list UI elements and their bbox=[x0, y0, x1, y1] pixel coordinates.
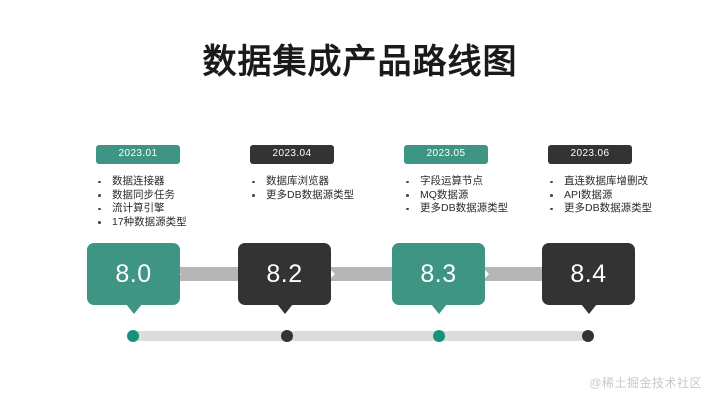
page-title: 数据集成产品路线图 bbox=[202, 43, 518, 81]
milestone-column-4: 2023.06 直连数据库增删改 API数据源 更多DB数据源类型 bbox=[548, 143, 698, 216]
feature-list-4: 直连数据库增删改 API数据源 更多DB数据源类型 bbox=[548, 175, 698, 216]
bullet-icon bbox=[252, 180, 255, 183]
feature-label: 更多DB数据源类型 bbox=[420, 202, 509, 214]
bullet-icon bbox=[252, 194, 255, 197]
date-badge-3: 2023.05 bbox=[404, 145, 488, 164]
bullet-icon bbox=[550, 207, 553, 210]
timeline-dot-3 bbox=[433, 330, 445, 342]
feature-list-3: 字段运算节点 MQ数据源 更多DB数据源类型 bbox=[404, 175, 554, 216]
version-box-8-2: 8.2 bbox=[238, 243, 331, 314]
date-badge-2: 2023.04 bbox=[250, 145, 334, 164]
arrow-connector-2-icon bbox=[325, 264, 402, 284]
list-item: 更多DB数据源类型 bbox=[404, 202, 554, 216]
bullet-icon bbox=[406, 180, 409, 183]
feature-label: 流计算引擎 bbox=[112, 202, 165, 214]
box-tail-icon bbox=[580, 304, 597, 314]
feature-label: API数据源 bbox=[564, 188, 613, 201]
list-item: 数据库浏览器 bbox=[250, 175, 400, 189]
bullet-icon bbox=[98, 207, 101, 210]
box-tail-icon bbox=[276, 304, 293, 314]
list-item: 更多DB数据源类型 bbox=[548, 202, 698, 216]
version-label: 8.0 bbox=[115, 259, 152, 288]
version-box-8-4: 8.4 bbox=[542, 243, 635, 314]
arrow-connector-3-icon bbox=[479, 259, 560, 289]
box-tail-icon bbox=[430, 304, 447, 314]
version-box-8-3: 8.3 bbox=[392, 243, 485, 314]
version-label: 8.2 bbox=[266, 259, 303, 288]
list-item: 直连数据库增删改 bbox=[548, 175, 698, 189]
feature-label: 数据同步任务 bbox=[112, 188, 175, 201]
feature-label: 17种数据源类型 bbox=[112, 215, 187, 228]
milestone-column-2: 2023.04 数据库浏览器 更多DB数据源类型 bbox=[250, 143, 400, 202]
feature-label: 直连数据库增删改 bbox=[564, 175, 648, 187]
feature-label: 字段运算节点 bbox=[420, 175, 483, 187]
list-item: 流计算引擎 bbox=[96, 202, 246, 216]
feature-list-1: 数据连接器 数据同步任务 流计算引擎 17种数据源类型 bbox=[96, 175, 246, 229]
bullet-icon bbox=[98, 194, 101, 197]
version-box-8-0: 8.0 bbox=[87, 243, 180, 314]
bullet-icon bbox=[550, 194, 553, 197]
list-item: API数据源 bbox=[548, 189, 698, 203]
timeline-dot-1 bbox=[127, 330, 139, 342]
list-item: 更多DB数据源类型 bbox=[250, 189, 400, 203]
bullet-icon bbox=[406, 207, 409, 210]
list-item: 数据同步任务 bbox=[96, 189, 246, 203]
feature-label: 数据库浏览器 bbox=[266, 175, 329, 187]
milestone-column-1: 2023.01 数据连接器 数据同步任务 流计算引擎 17种数据源类型 bbox=[96, 143, 246, 229]
milestone-column-3: 2023.05 字段运算节点 MQ数据源 更多DB数据源类型 bbox=[404, 143, 554, 216]
bullet-icon bbox=[406, 194, 409, 197]
bullet-icon bbox=[550, 180, 553, 183]
feature-label: 更多DB数据源类型 bbox=[266, 188, 355, 201]
list-item: MQ数据源 bbox=[404, 189, 554, 203]
list-item: 数据连接器 bbox=[96, 175, 246, 189]
timeline-dot-2 bbox=[281, 330, 293, 342]
timeline-track bbox=[130, 331, 592, 341]
watermark: @稀土掘金技术社区 bbox=[589, 376, 702, 390]
list-item: 17种数据源类型 bbox=[96, 216, 246, 230]
box-tail-icon bbox=[125, 304, 142, 314]
timeline-dot-4 bbox=[582, 330, 594, 342]
date-badge-4: 2023.06 bbox=[548, 145, 632, 164]
feature-label: MQ数据源 bbox=[420, 188, 469, 201]
feature-label: 更多DB数据源类型 bbox=[564, 202, 653, 214]
feature-label: 数据连接器 bbox=[112, 175, 165, 187]
feature-list-2: 数据库浏览器 更多DB数据源类型 bbox=[250, 175, 400, 202]
arrow-connector-1-icon bbox=[171, 264, 248, 284]
bullet-icon bbox=[98, 221, 101, 224]
date-badge-1: 2023.01 bbox=[96, 145, 180, 164]
version-label: 8.4 bbox=[570, 259, 607, 288]
version-label: 8.3 bbox=[420, 259, 457, 288]
list-item: 字段运算节点 bbox=[404, 175, 554, 189]
bullet-icon bbox=[98, 180, 101, 183]
